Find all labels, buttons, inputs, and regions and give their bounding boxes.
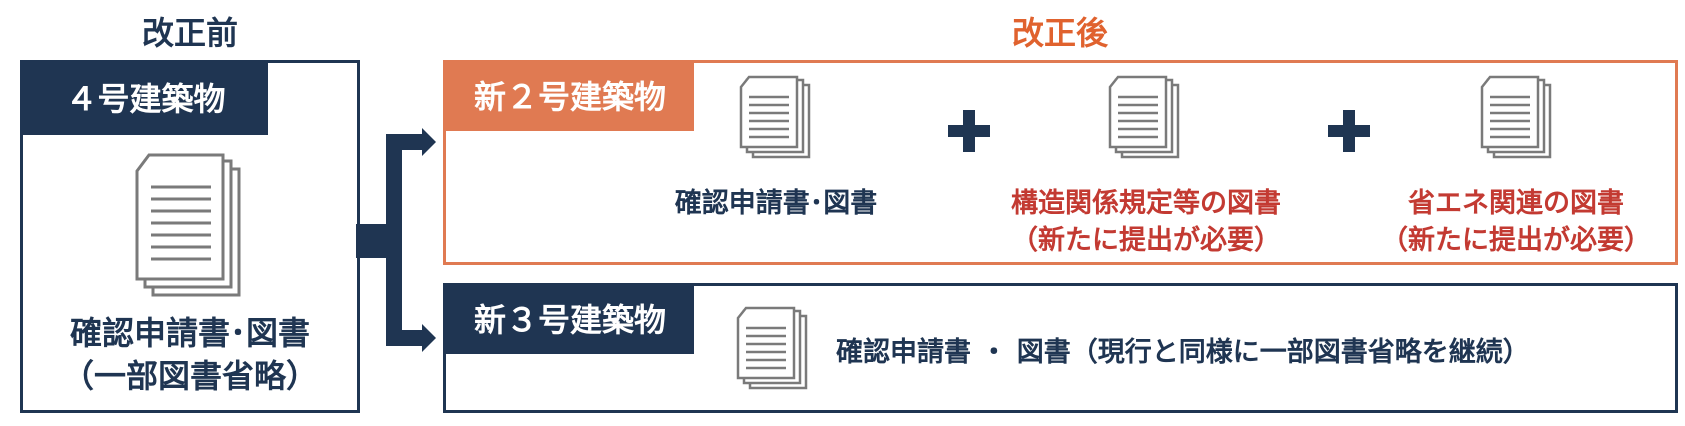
document-stack-icon (739, 75, 811, 159)
new2-doc2-caption-line1: 構造関係規定等の図書 (1011, 188, 1281, 219)
new3-tag: 新３号建築物 (446, 286, 694, 354)
document-stack-icon (736, 306, 808, 390)
before-tag: ４号建築物 (23, 63, 268, 135)
plus-icon (948, 110, 990, 152)
new3-caption: 確認申請書 ・ 図書（現行と同様に一部図書省略を継続） (836, 337, 1530, 368)
new2-doc3-caption-line1: 省エネ関連の図書 (1408, 188, 1624, 219)
new2-doc3-caption-line2: （新たに提出が必要） (1381, 225, 1651, 256)
plus-icon (1328, 110, 1370, 152)
new2-tag: 新２号建築物 (446, 63, 694, 131)
document-stack-icon (1480, 75, 1552, 159)
new2-box: 新２号建築物 確認申請書･図書 (443, 60, 1678, 265)
new2-doc2-caption-line2: （新たに提出が必要） (1011, 225, 1281, 256)
before-caption-line2: （一部図書省略） (61, 357, 318, 395)
document-stack-icon (135, 153, 241, 297)
before-caption-line1: 確認申請書･図書 (69, 314, 310, 352)
before-box: ４号建築物 確認申請書･図書 （一部図書省略） (20, 60, 360, 413)
new2-doc1-caption: 確認申請書･図書 (674, 188, 878, 219)
new3-box: 新３号建築物 確認申請書 ・ 図書（現行と同様に一部図書省略を継続） (443, 283, 1678, 413)
after-heading: 改正後 (1011, 14, 1108, 52)
document-stack-icon (1108, 75, 1180, 159)
before-heading: 改正前 (141, 14, 238, 52)
bracket-connector (356, 128, 436, 352)
